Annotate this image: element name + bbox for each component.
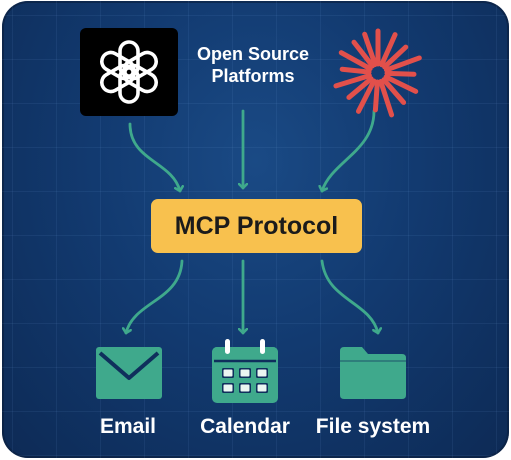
- mcp-protocol-box: MCP Protocol: [151, 199, 362, 253]
- sources-title-line2: Platforms: [211, 66, 295, 86]
- arrow-starburst-to-mcp: [322, 109, 376, 193]
- arrow-mcp-to-files: [320, 259, 378, 335]
- openai-knot-icon: [80, 28, 178, 116]
- email-label: Email: [99, 415, 157, 438]
- coral-starburst-icon: [328, 23, 428, 123]
- calendar-icon: [212, 339, 278, 403]
- sources-title: Open Source Platforms: [178, 43, 328, 87]
- arrow-openai-to-mcp: [128, 122, 180, 193]
- mcp-protocol-label: MCP Protocol: [174, 211, 339, 240]
- folder-icon: [340, 347, 406, 399]
- envelope-icon: [96, 347, 162, 399]
- sources-title-line1: Open Source: [196, 44, 310, 64]
- file-system-label: File system: [315, 415, 431, 438]
- calendar-label: Calendar: [200, 415, 290, 438]
- arrow-mcp-to-email: [126, 259, 184, 335]
